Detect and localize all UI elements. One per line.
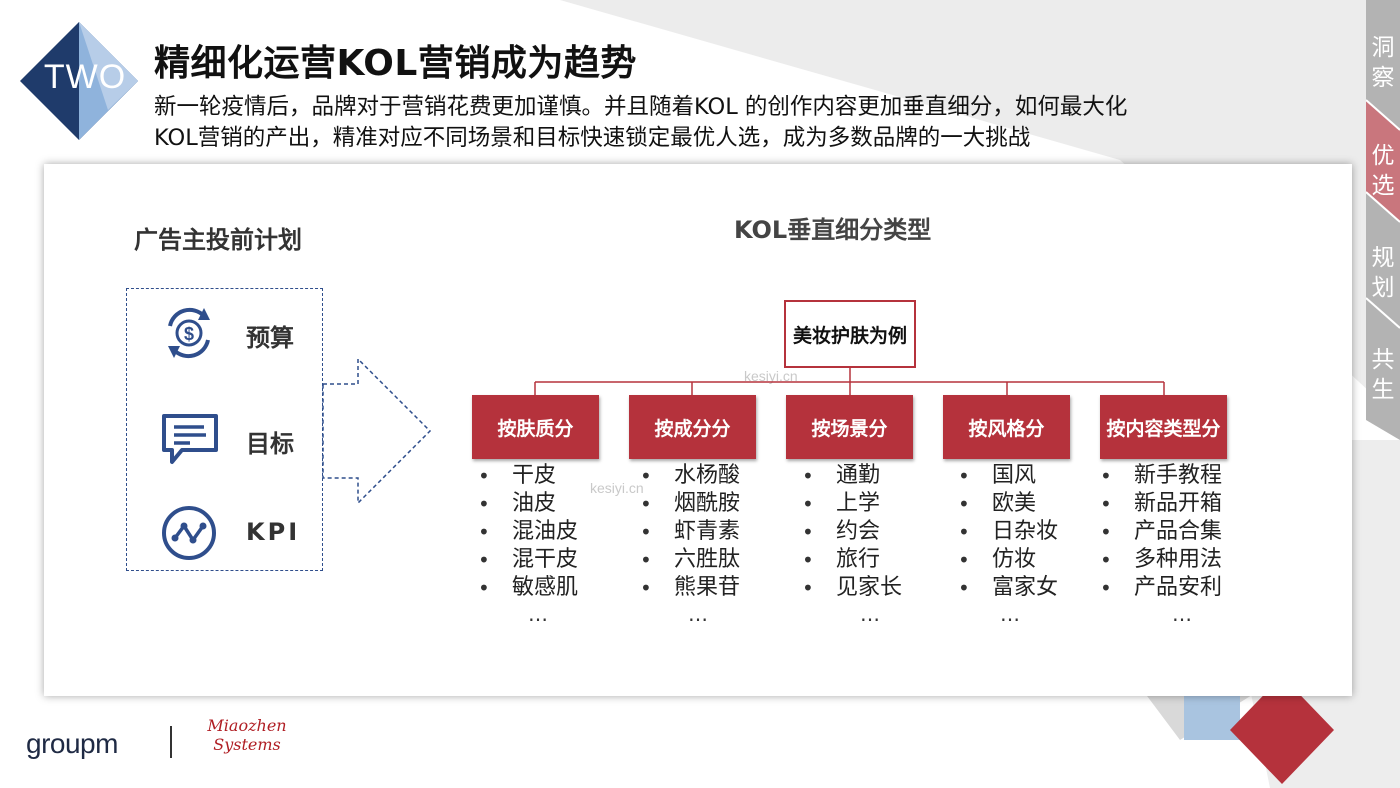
list-item: 欧美 (958, 490, 1058, 518)
list-more-ellipsis: … (688, 602, 709, 626)
plan-item-label: KPI (246, 518, 301, 546)
list-item: 富家女 (958, 574, 1058, 602)
list-item: 混油皮 (478, 518, 578, 546)
list-item: 六胜肽 (640, 546, 740, 574)
list-item: 干皮 (478, 462, 578, 490)
list-item: 虾青素 (640, 518, 740, 546)
list-more-ellipsis: … (1172, 602, 1193, 626)
category-skin-type: 按肤质分 (472, 395, 599, 459)
category-list-skin-type: 干皮 油皮 混油皮 混干皮 敏感肌 (478, 462, 578, 602)
list-item: 上学 (802, 490, 902, 518)
watermark-text: kesiyi.cn (744, 368, 798, 384)
page-title: 精细化运营KOL营销成为趋势 (154, 43, 637, 84)
category-ingredient: 按成分分 (629, 395, 756, 459)
category-list-style: 国风 欧美 日杂妆 仿妆 富家女 (958, 462, 1058, 602)
category-list-scenario: 通勤 上学 约会 旅行 见家长 (802, 462, 902, 602)
category-style: 按风格分 (943, 395, 1070, 459)
list-item: 仿妆 (958, 546, 1058, 574)
category-content-type: 按内容类型分 (1100, 395, 1227, 459)
list-item: 新品开箱 (1100, 490, 1222, 518)
subtitle-line-2: KOL营销的产出，精准对应不同场景和目标快速锁定最优人选，成为多数品牌的一大挑战 (154, 125, 1031, 151)
list-item: 约会 (802, 518, 902, 546)
side-nav-char: 生 (1371, 377, 1395, 403)
list-more-ellipsis: … (528, 602, 549, 626)
side-nav-char: 划 (1371, 275, 1395, 301)
plan-item-label: 预算 (246, 324, 294, 352)
list-item: 产品合集 (1100, 518, 1222, 546)
category-list-ingredient: 水杨酸 烟酰胺 虾青素 六胜肽 熊果苷 (640, 462, 740, 602)
groupm-logo: groupm (26, 728, 118, 759)
list-item: 熊果苷 (640, 574, 740, 602)
list-item: 烟酰胺 (640, 490, 740, 518)
miaozhen-logo-line-1: Miaozhen (207, 716, 287, 735)
side-nav: 洞 察 优 选 规 划 共 生 (1366, 0, 1400, 440)
side-nav-item-symbiosis[interactable]: 共 生 (1366, 330, 1400, 420)
list-item: 混干皮 (478, 546, 578, 574)
list-item: 新手教程 (1100, 462, 1222, 490)
category-list-content-type: 新手教程 新品开箱 产品合集 多种用法 产品安利 (1100, 462, 1222, 602)
list-more-ellipsis: … (860, 602, 881, 626)
list-more-ellipsis: … (1000, 602, 1021, 626)
miaozhen-logo: Miaozhen Systems (202, 716, 292, 754)
kol-root-node: 美妆护肤为例 (784, 300, 916, 368)
list-item: 产品安利 (1100, 574, 1222, 602)
plan-title: 广告主投前计划 (134, 226, 302, 254)
chat-message-icon (162, 414, 218, 464)
budget-cycle-dollar-icon: $ (168, 307, 210, 359)
plan-item-label: 目标 (246, 430, 294, 458)
list-item: 见家长 (802, 574, 902, 602)
side-nav-char: 洞 (1371, 35, 1395, 61)
list-item: 敏感肌 (478, 574, 578, 602)
side-nav-char: 共 (1371, 347, 1395, 373)
subtitle-line-1: 新一轮疫情后，品牌对于营销花费更加谨慎。并且随着KOL 的创作内容更加垂直细分，… (154, 94, 1128, 120)
side-nav-item-select[interactable]: 优 选 (1366, 126, 1400, 216)
miaozhen-logo-line-2: Systems (213, 735, 281, 754)
svg-text:$: $ (184, 324, 194, 344)
section-badge-label: TWO (43, 58, 127, 96)
side-nav-char: 规 (1371, 245, 1395, 271)
side-nav-char: 优 (1371, 143, 1395, 169)
list-item: 通勤 (802, 462, 902, 490)
list-item: 水杨酸 (640, 462, 740, 490)
section-badge-diamond (20, 22, 138, 140)
list-item: 日杂妆 (958, 518, 1058, 546)
category-scenario: 按场景分 (786, 395, 913, 459)
side-nav-background (1366, 0, 1400, 440)
list-item: 国风 (958, 462, 1058, 490)
list-item: 油皮 (478, 490, 578, 518)
watermark-text: kesiyi.cn (590, 480, 644, 496)
right-arrow-icon (322, 357, 432, 505)
side-nav-item-insight[interactable]: 洞 察 (1366, 18, 1400, 108)
list-item: 旅行 (802, 546, 902, 574)
side-nav-char: 选 (1371, 173, 1395, 199)
side-nav-char: 察 (1371, 65, 1395, 91)
side-nav-item-plan[interactable]: 规 划 (1366, 228, 1400, 318)
trend-chart-icon (162, 506, 216, 560)
kol-tree-title: KOL垂直细分类型 (734, 216, 932, 244)
page-subtitle: 新一轮疫情后，品牌对于营销花费更加谨慎。并且随着KOL 的创作内容更加垂直细分，… (154, 92, 1314, 154)
list-item: 多种用法 (1100, 546, 1222, 574)
logo-divider (170, 726, 172, 758)
